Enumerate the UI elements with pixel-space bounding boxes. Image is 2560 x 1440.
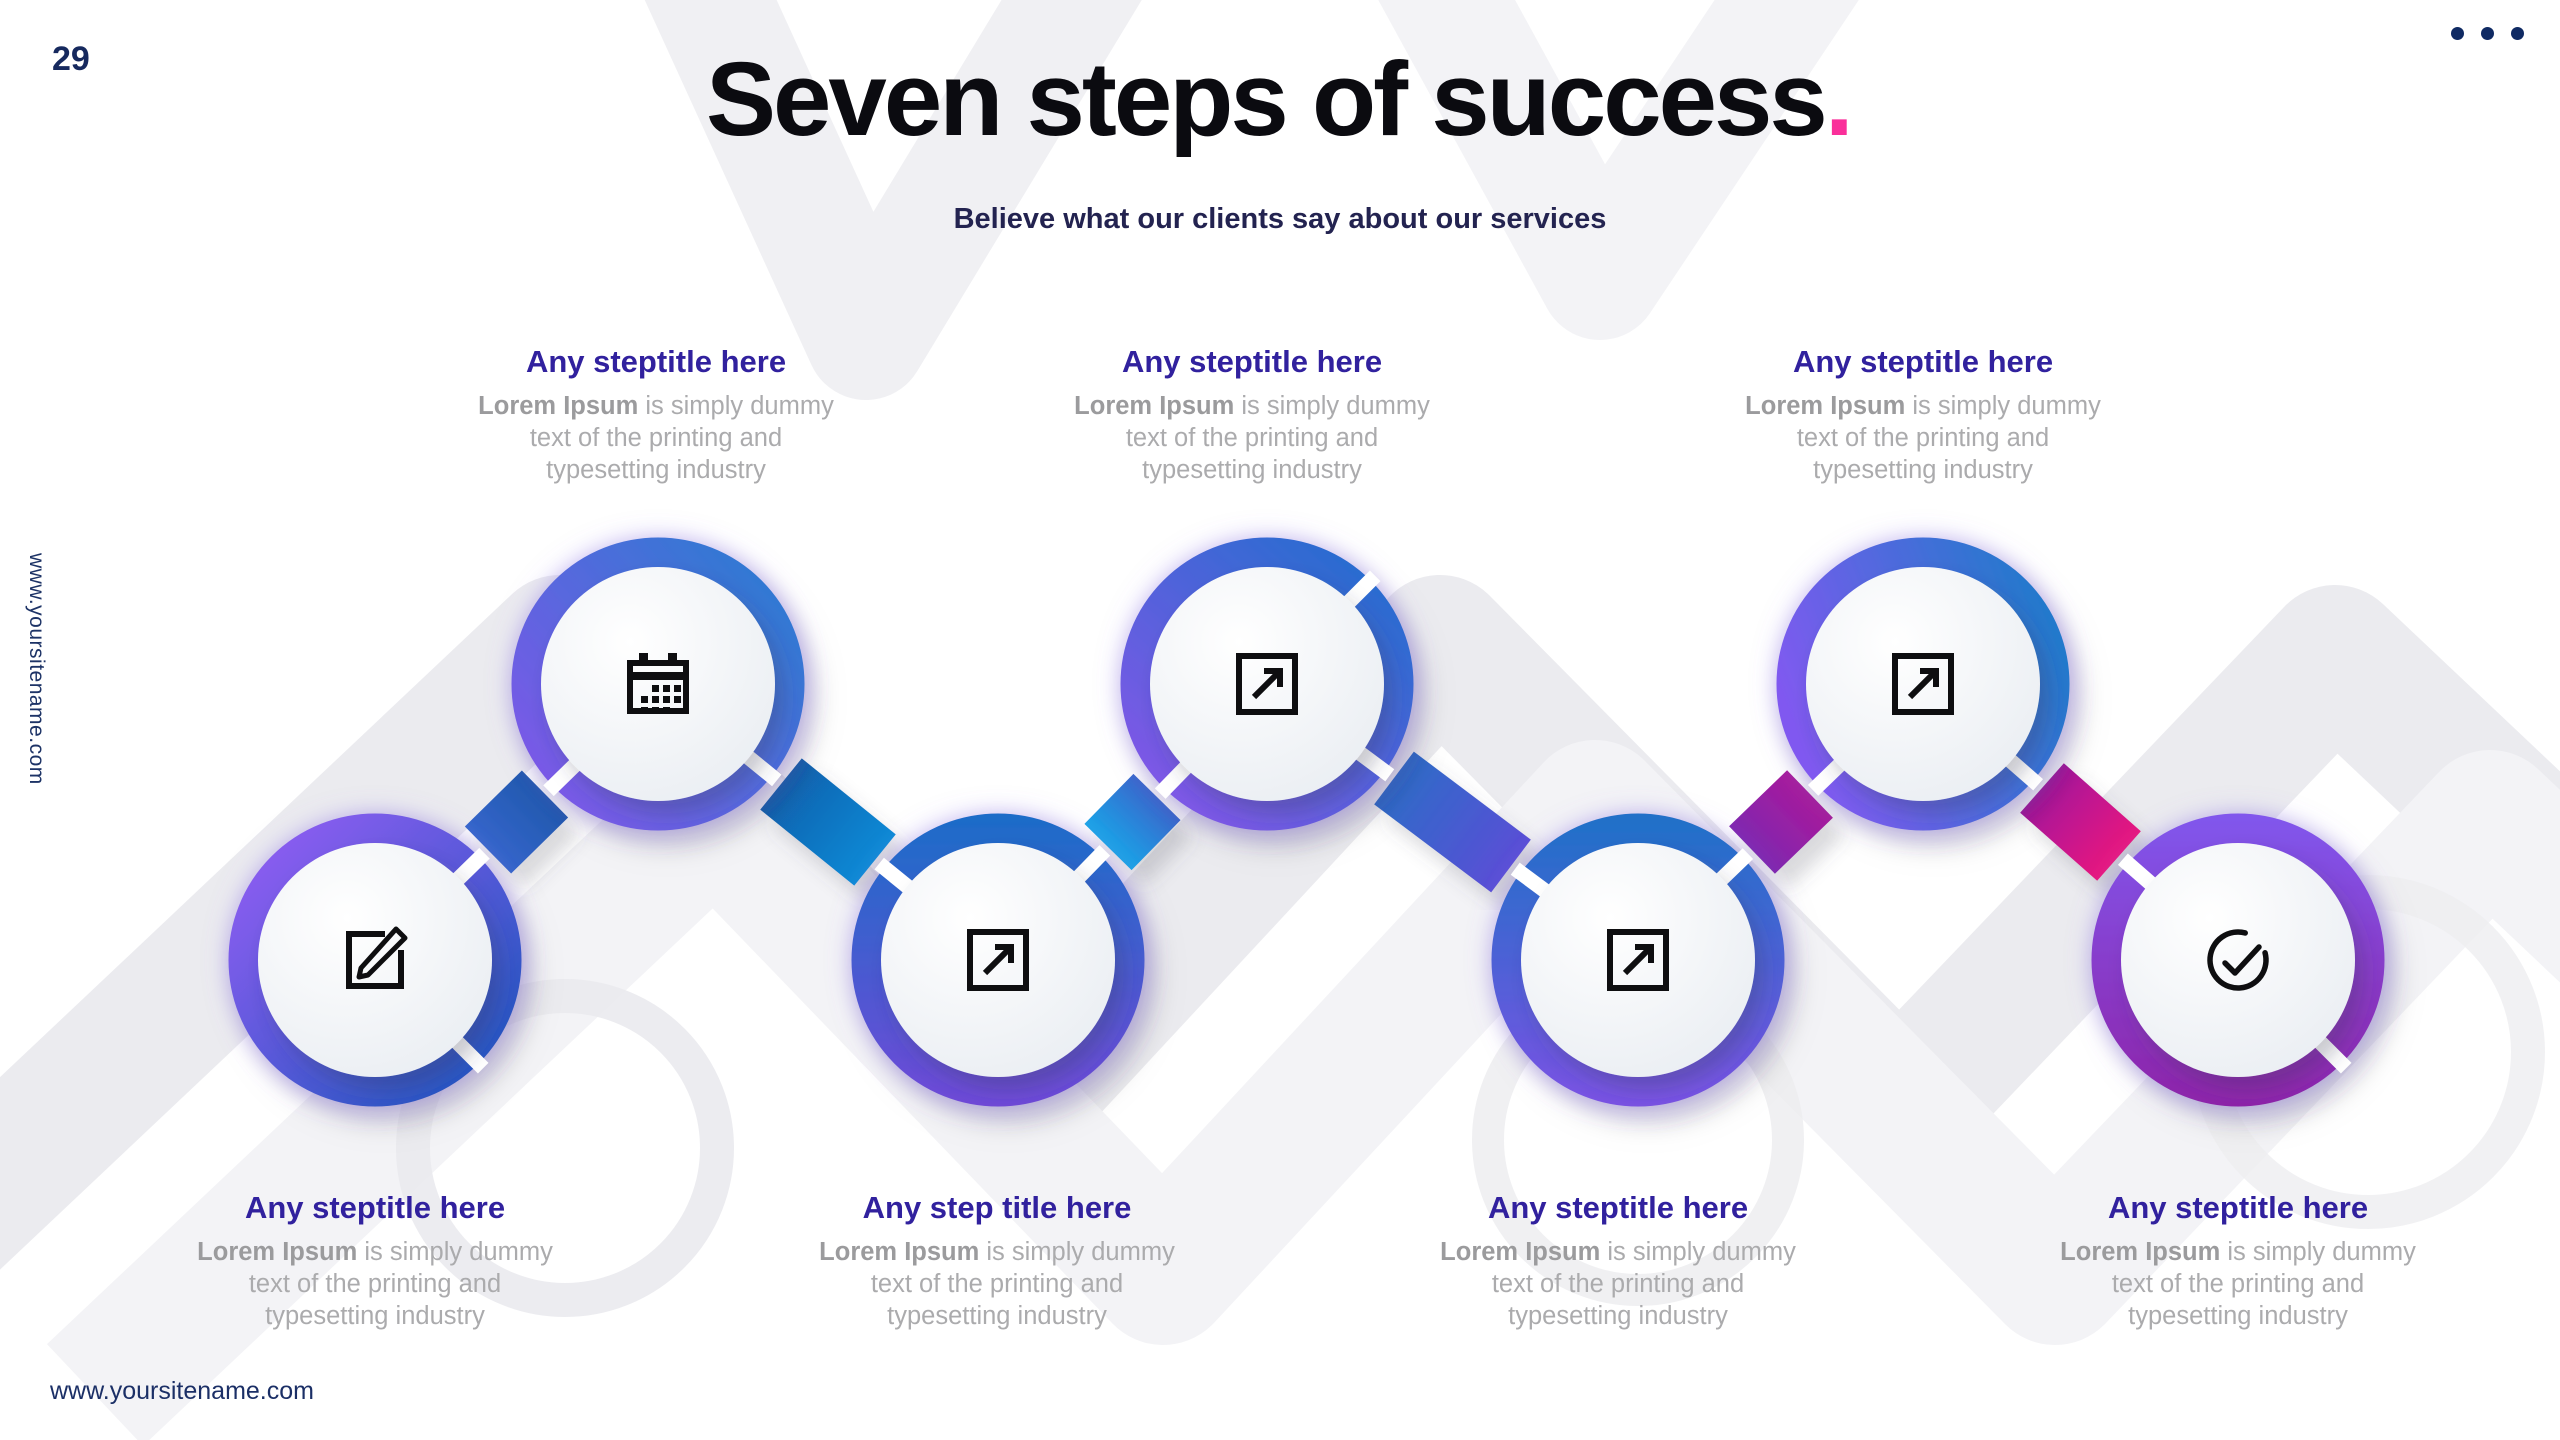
step-description-text: typesetting industry — [265, 1302, 485, 1330]
step-ring — [1491, 813, 1785, 1107]
step-description: Lorem Ipsum is simply dummy text of the … — [416, 390, 896, 486]
site-url-bottom: www.yoursitename.com — [50, 1377, 314, 1405]
step-text-block-3: Any step title here Lorem Ipsum is simpl… — [757, 1190, 1237, 1332]
step-ring — [851, 813, 1145, 1107]
step-description-text: is simply dummy — [2220, 1238, 2416, 1266]
step-description-text: text of the printing and — [1491, 1270, 1745, 1298]
connector-ribbon-6-7 — [2020, 763, 2141, 881]
step-text-block-1: Any steptitle here Lorem Ipsum is simply… — [135, 1190, 615, 1332]
step-ring — [2091, 813, 2385, 1107]
arrow-up-right-icon — [1236, 653, 1298, 715]
connector-ribbon-3-4 — [1084, 773, 1181, 871]
step-description: Lorem Ipsum is simply dummy text of the … — [1998, 1236, 2478, 1332]
arrow-up-right-icon — [1607, 929, 1669, 991]
step-title: Any step title here — [862, 1190, 1132, 1225]
step-description-text: typesetting industry — [887, 1302, 1107, 1330]
step-description-text: text of the printing and — [1125, 424, 1379, 452]
step-description-text: text of the printing and — [248, 1270, 502, 1298]
step-circle — [541, 567, 775, 801]
page-title-text: Seven steps of success — [706, 41, 1828, 158]
step-text-block-4: Any steptitle here Lorem Ipsum is simply… — [1012, 344, 1492, 486]
connector-ribbons — [464, 751, 2141, 893]
step-description-text: is simply dummy — [638, 392, 834, 420]
page-title: Seven steps of success. — [0, 40, 2560, 161]
site-url-vertical: www.yoursitename.com — [25, 553, 48, 785]
step-description-text: typesetting industry — [1508, 1302, 1728, 1330]
step-description-text: is simply dummy — [357, 1238, 553, 1266]
step-title: Any steptitle here — [525, 344, 787, 379]
step-text-block-5: Any steptitle here Lorem Ipsum is simply… — [1378, 1190, 1858, 1332]
step-description: Lorem Ipsum is simply dummy text of the … — [757, 1236, 1237, 1332]
step-description-bold: Lorem Ipsum — [1440, 1238, 1601, 1266]
check-circle-icon — [2207, 929, 2269, 991]
step-description-bold: Lorem Ipsum — [2060, 1238, 2221, 1266]
menu-dots — [2451, 27, 2524, 40]
step-description-text: typesetting industry — [2128, 1302, 2348, 1330]
step-title: Any steptitle here — [244, 1190, 506, 1225]
connector-ribbon-1-2 — [464, 770, 569, 874]
step-rings — [228, 537, 2385, 1107]
step-description-text: text of the printing and — [1796, 424, 2050, 452]
step-text-block-6: Any steptitle here Lorem Ipsum is simply… — [1683, 344, 2163, 486]
title-accent-period: . — [1824, 41, 1854, 158]
dot-icon — [2451, 27, 2464, 40]
step-title: Any steptitle here — [2107, 1190, 2369, 1225]
step-title: Any steptitle here — [1121, 344, 1383, 379]
step-description-bold: Lorem Ipsum — [819, 1238, 980, 1266]
step-description-text: is simply dummy — [1600, 1238, 1796, 1266]
ghost-chevron — [644, 0, 1142, 400]
step-description-bold: Lorem Ipsum — [197, 1238, 358, 1266]
step-description-text: typesetting industry — [1813, 456, 2033, 484]
calendar-icon — [627, 653, 689, 714]
connector-ribbon-2-3 — [760, 758, 896, 886]
page-number: 29 — [52, 40, 90, 78]
step-description-text: is simply dummy — [1905, 392, 2101, 420]
step-circle — [2121, 843, 2355, 1077]
step-description-text: is simply dummy — [979, 1238, 1175, 1266]
step-description-bold: Lorem Ipsum — [1074, 392, 1235, 420]
step-ring — [511, 537, 805, 831]
page-subtitle: Believe what our clients say about our s… — [953, 203, 1607, 235]
step-text-block-2: Any steptitle here Lorem Ipsum is simply… — [416, 344, 896, 486]
edit-icon — [346, 926, 408, 989]
step-description: Lorem Ipsum is simply dummy text of the … — [1683, 390, 2163, 486]
step-description: Lorem Ipsum is simply dummy text of the … — [1378, 1236, 1858, 1332]
step-text-block-7: Any steptitle here Lorem Ipsum is simply… — [1998, 1190, 2478, 1332]
step-ring — [1120, 537, 1414, 831]
step-circle — [258, 843, 492, 1077]
step-description-text: is simply dummy — [1234, 392, 1430, 420]
dot-icon — [2481, 27, 2494, 40]
arrow-up-right-icon — [967, 929, 1029, 991]
step-description: Lorem Ipsum is simply dummy text of the … — [135, 1236, 615, 1332]
step-description-text: typesetting industry — [546, 456, 766, 484]
arrow-up-right-icon — [1892, 653, 1954, 715]
connector-ribbon-5-6 — [1729, 770, 1833, 874]
step-description-bold: Lorem Ipsum — [1745, 392, 1906, 420]
step-title: Any steptitle here — [1487, 1190, 1749, 1225]
step-description-text: typesetting industry — [1142, 456, 1362, 484]
step-description: Lorem Ipsum is simply dummy text of the … — [1012, 390, 1492, 486]
ghost-chevron — [1378, 0, 1859, 340]
dot-icon — [2511, 27, 2524, 40]
step-ring — [228, 813, 522, 1107]
step-description-text: text of the printing and — [2111, 1270, 2365, 1298]
step-description-bold: Lorem Ipsum — [478, 392, 639, 420]
step-ring — [1776, 537, 2070, 831]
connector-ribbon-4-5 — [1374, 751, 1531, 893]
step-description-text: text of the printing and — [870, 1270, 1124, 1298]
step-title: Any steptitle here — [1792, 344, 2054, 379]
ghost-ring — [396, 979, 734, 1317]
step-description-text: text of the printing and — [529, 424, 783, 452]
